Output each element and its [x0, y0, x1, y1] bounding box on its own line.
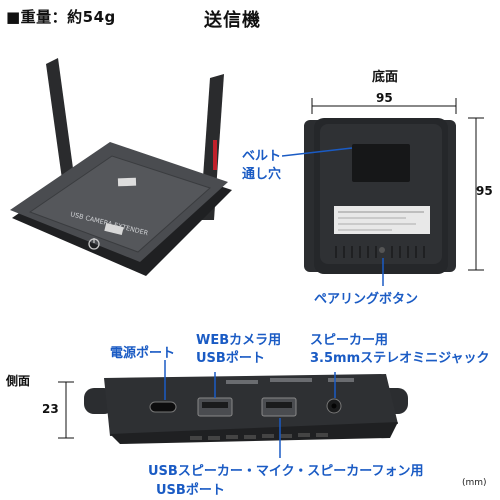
usb-speaker-label-2: USBポート [156, 483, 225, 498]
side-view-label: 側面 [6, 374, 31, 388]
pairing-button-hole [379, 247, 385, 253]
belt-hole-label-1: ベルト [242, 149, 282, 164]
webcam-port-label-2: USBポート [196, 351, 265, 366]
brand-logo [104, 222, 124, 236]
pairing-button-label: ペアリングボタン [314, 292, 419, 307]
bottom-height-dimension: 95 [476, 184, 493, 198]
side-height-dimension: 23 [42, 402, 59, 416]
unit-note: (mm) [462, 478, 487, 488]
belt-hole-pointer [282, 147, 353, 157]
transmitter-side-image [84, 374, 408, 444]
transmitter-bottom-image [304, 118, 456, 274]
bottom-view-label: 底面 [372, 70, 399, 85]
belt-hole [352, 144, 410, 182]
speaker-port-label-1: スピーカー用 [310, 333, 389, 348]
webcam-port-callout: WEBカメラ用 USBポート [196, 332, 281, 368]
power-port [149, 401, 177, 413]
side-body [104, 374, 398, 436]
usb-speaker-callout: USBスピーカー・マイク・スピーカーフォン用 USBポート [148, 462, 424, 500]
belt-hole-label-2: 通し穴 [242, 167, 282, 182]
bottom-label-sticker [334, 206, 430, 234]
usb-speaker-label-1: USBスピーカー・マイク・スピーカーフォン用 [148, 464, 424, 479]
belt-hole-callout: ベルト 通し穴 [242, 148, 281, 184]
weight-label: ■重量：約54g [6, 8, 116, 26]
model-sticker [117, 177, 137, 187]
speaker-port-callout: スピーカー用 3.5mmステレオミニジャック [310, 332, 489, 368]
page-title: 送信機 [204, 10, 261, 31]
speaker-port-label-2: 3.5mmステレオミニジャック [310, 351, 490, 366]
power-port-label: 電源ポート [110, 346, 176, 361]
antenna-red-accent [213, 140, 217, 170]
webcam-port-label-1: WEBカメラ用 [196, 333, 282, 348]
bottom-width-dimension: 95 [376, 91, 393, 105]
transmitter-front-image: USB CAMERA EXTENDER [10, 58, 232, 276]
